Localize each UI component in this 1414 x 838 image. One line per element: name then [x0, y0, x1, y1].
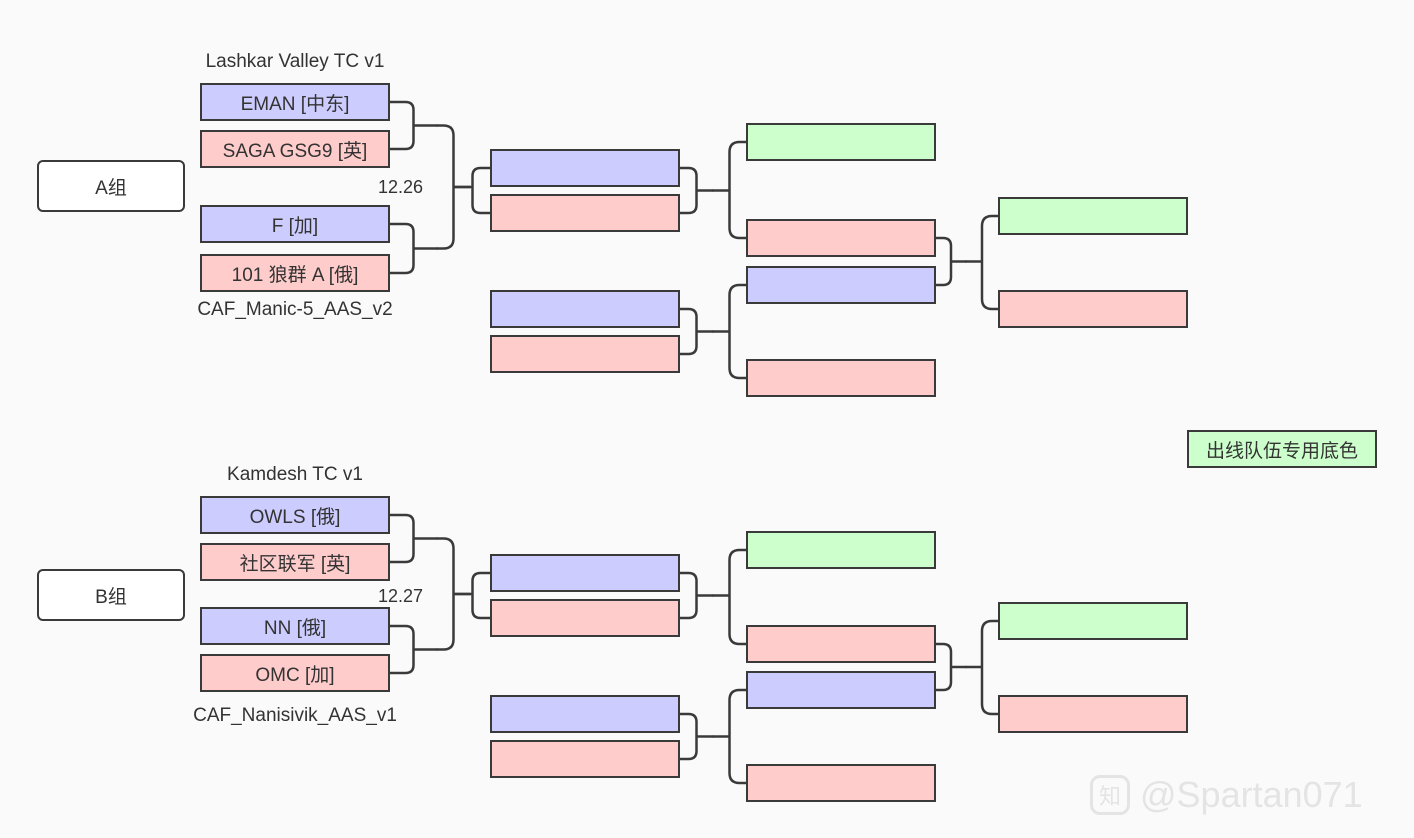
bracket-connector [678, 307, 715, 356]
bracket-slot [490, 695, 680, 733]
legend-qualified: 出线队伍专用底色 [1187, 430, 1377, 468]
bracket-slot [746, 359, 936, 397]
bracket-slot [998, 695, 1188, 733]
group-b-date: 12.27 [378, 586, 424, 606]
bracket-slot-qualified [998, 602, 1188, 640]
bracket-connector [678, 571, 715, 620]
bracket-connector [388, 222, 439, 275]
watermark-text: @Spartan071 [1140, 774, 1363, 815]
bracket-slot-qualified [746, 531, 936, 569]
watermark: 知 @Spartan071 [1090, 774, 1363, 816]
group-b-label: B组 [37, 569, 185, 621]
team-slot: OMC [加] [200, 654, 390, 692]
bracket-connector [711, 140, 748, 240]
bracket-slot [746, 219, 936, 257]
bracket-connector [711, 283, 748, 380]
bracket-connector [934, 236, 968, 287]
bracket-connector [711, 548, 748, 646]
team-slot: SAGA GSG9 [英] [200, 130, 390, 168]
team-slot: EMAN [中东] [200, 83, 390, 121]
bracket-slot [490, 149, 680, 187]
bracket-connector [388, 100, 439, 151]
group-b-map-bottom: CAF_Nanisivik_AAS_v1 [193, 705, 397, 726]
bracket-slot [746, 764, 936, 802]
group-b-map-top: Kamdesh TC v1 [227, 464, 363, 485]
team-slot: F [加] [200, 205, 390, 243]
group-a-map-bottom: CAF_Manic-5_AAS_v2 [197, 299, 393, 320]
bracket-slot [746, 671, 936, 709]
team-slot: OWLS [俄] [200, 496, 390, 534]
zhihu-logo-icon: 知 [1090, 775, 1130, 815]
group-a-label: A组 [37, 160, 185, 212]
bracket-slot [490, 554, 680, 592]
bracket-connector [964, 214, 1000, 311]
bracket-slot [490, 599, 680, 637]
bracket-connector [678, 166, 715, 215]
bracket-slot [998, 290, 1188, 328]
bracket-slot [746, 266, 936, 304]
bracket-slot [490, 194, 680, 232]
bracket-connector [711, 688, 748, 785]
bracket-slot [490, 335, 680, 373]
team-slot: 101 狼群 A [俄] [200, 254, 390, 292]
bracket-connector [964, 619, 1000, 716]
team-slot: NN [俄] [200, 607, 390, 645]
group-a-map-top: Lashkar Valley TC v1 [205, 51, 385, 72]
bracket-slot-qualified [998, 197, 1188, 235]
bracket-connector [388, 624, 439, 675]
bracket-connector [934, 642, 968, 692]
bracket-connector [453, 166, 492, 215]
bracket-connector [453, 571, 492, 620]
bracket-slot [490, 290, 680, 328]
bracket-connector [388, 513, 439, 564]
group-a-date: 12.26 [378, 177, 424, 197]
bracket-slot [490, 740, 680, 778]
bracket-slot-qualified [746, 123, 936, 161]
bracket-connector [678, 712, 715, 761]
bracket-slot [746, 625, 936, 663]
team-slot: 社区联军 [英] [200, 543, 390, 581]
